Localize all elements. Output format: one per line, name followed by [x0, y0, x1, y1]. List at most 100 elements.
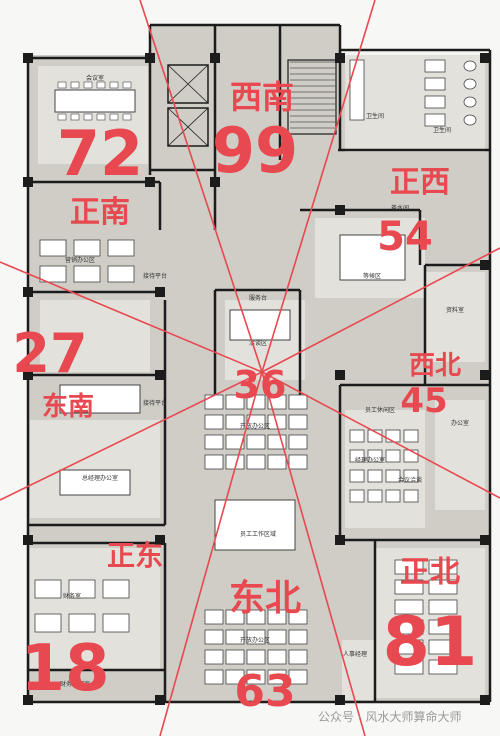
finance-desk-0-0	[34, 579, 62, 599]
toilet-a-0	[424, 59, 446, 73]
meeting-chair-top-4	[109, 81, 119, 89]
north-desk-5-0	[394, 659, 424, 675]
sector-line-1	[261, 0, 376, 373]
meeting-chair-bot-0	[57, 113, 67, 121]
north-desk-2-1	[428, 599, 458, 615]
open-desk-south-3-4	[288, 669, 308, 685]
column-14	[23, 535, 33, 545]
staff-desk-2-2	[385, 469, 401, 483]
open-desk-south-2-2	[246, 649, 266, 665]
room-label-tea_room: 茶水间	[391, 204, 409, 212]
open-desk-center-1-4	[288, 414, 308, 430]
open-desk-center-1-3	[267, 414, 287, 430]
sink-counter	[349, 59, 365, 121]
staff-desk-0-3	[403, 429, 419, 443]
open-desk-center-0-3	[267, 394, 287, 410]
workstation-cluster	[214, 499, 296, 551]
column-9	[155, 287, 165, 297]
open-desk-south-0-0	[204, 609, 224, 625]
sector-line-5	[261, 371, 500, 499]
open-desk-center-0-1	[225, 394, 245, 410]
finance-desk-0-2	[102, 579, 130, 599]
exec-desk	[59, 469, 131, 496]
room-label-waiting: 等候区	[363, 272, 381, 280]
finance-desk-1-1	[68, 613, 96, 633]
room-label-service_desk: 服务台	[249, 294, 267, 302]
open-desk-south-2-3	[267, 649, 287, 665]
room-5	[30, 420, 160, 518]
watermark: 公众号 · 风水大师算命大师	[318, 710, 462, 724]
column-6	[145, 177, 155, 187]
toilet-a-2	[424, 95, 446, 109]
staff-desk-2-3	[403, 469, 419, 483]
open-desk-south-1-1	[225, 629, 245, 645]
open-desk-south-3-1	[225, 669, 245, 685]
staff-desk-3-2	[385, 489, 401, 503]
north-desk-3-0	[394, 619, 424, 635]
room-1	[345, 52, 485, 152]
room-label-reception_platform: 接待平台	[143, 272, 167, 280]
room-label-open_office_center: 开放办公区	[240, 422, 270, 430]
open-desk-center-3-4	[288, 454, 308, 470]
room-label-staff_area: 员工休闲区	[365, 406, 395, 414]
number-northeast: 63	[234, 666, 295, 717]
column-13	[480, 370, 490, 380]
open-desk-south-1-2	[246, 629, 266, 645]
open-desk-south-3-2	[246, 669, 266, 685]
north-desk-3-1	[428, 619, 458, 635]
open-desk-center-2-2	[246, 434, 266, 450]
open-desk-center-3-2	[246, 454, 266, 470]
sector-line-2	[0, 261, 263, 373]
number-west: 54	[377, 214, 433, 260]
toilet-b-3	[463, 114, 477, 126]
column-20	[335, 695, 345, 705]
column-3	[335, 53, 345, 63]
staff-desk-3-3	[403, 489, 419, 503]
room-label-manager_office: 经理办公室	[355, 456, 385, 464]
meeting-chair-top-1	[70, 81, 80, 89]
open-desk-center-2-1	[225, 434, 245, 450]
room-label-toilet_right: 卫生间	[433, 126, 451, 134]
finance-desk-1-0	[34, 613, 62, 633]
north-desk-4-1	[428, 639, 458, 655]
room-8	[435, 400, 485, 510]
number-east: 18	[20, 632, 109, 706]
number-south: 72	[57, 117, 143, 190]
north-desk-4-0	[394, 639, 424, 655]
open-desk-south-2-0	[204, 649, 224, 665]
sector-line-4	[0, 371, 263, 501]
room-label-hr_manager: 人事经理	[343, 650, 367, 658]
staff-desk-2-1	[367, 469, 383, 483]
staff-desk-1-3	[403, 449, 419, 463]
room-9	[345, 410, 425, 528]
open-desk-center-1-0	[204, 414, 224, 430]
room-6	[30, 548, 160, 670]
direction-label-northwest: 西北	[409, 351, 461, 381]
meeting-chair-top-5	[122, 81, 132, 89]
toilet-b-0	[463, 60, 477, 72]
sales-desk-1-0	[39, 265, 67, 283]
meeting-chair-top-3	[96, 81, 106, 89]
room-label-general_office: 营销办公区	[65, 256, 95, 264]
room-label-toilet_left: 卫生间	[366, 112, 384, 120]
room-label-reception_platform_2: 接待平台	[143, 399, 167, 407]
open-desk-south-1-3	[267, 629, 287, 645]
open-desk-south-0-3	[267, 609, 287, 625]
sales-desk-0-1	[73, 239, 101, 257]
column-10	[23, 370, 33, 380]
room-11	[342, 640, 376, 700]
finance-desk-1-2	[102, 613, 130, 633]
column-19	[155, 695, 165, 705]
column-17	[480, 535, 490, 545]
meeting-chair-bot-1	[70, 113, 80, 121]
direction-label-east: 正东	[107, 539, 163, 572]
column-2	[210, 53, 220, 63]
staff-desk-1-1	[367, 449, 383, 463]
open-desk-south-2-1	[225, 649, 245, 665]
direction-label-north: 正北	[400, 555, 460, 590]
reception-counter	[339, 234, 406, 281]
open-desk-center-3-3	[267, 454, 287, 470]
sales-desk-1-1	[73, 265, 101, 283]
north-desk-2-0	[394, 599, 424, 615]
